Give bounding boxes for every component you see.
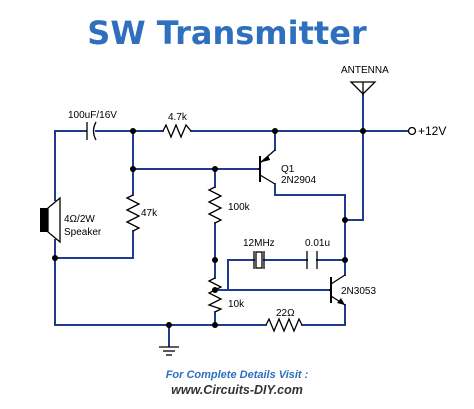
capacitor-100uf bbox=[86, 121, 97, 141]
page-title: SW Transmitter bbox=[87, 14, 367, 52]
transistor-q1 bbox=[258, 149, 276, 185]
antenna-symbol bbox=[349, 81, 377, 95]
cap2-label: 0.01u bbox=[305, 238, 330, 249]
resistor-10k bbox=[207, 277, 223, 313]
speaker-label: Speaker bbox=[64, 227, 102, 238]
transistor-q2 bbox=[329, 274, 346, 306]
r4-label: 10k bbox=[228, 299, 245, 310]
q1-ref: Q1 bbox=[281, 164, 295, 175]
r5-label: 22Ω bbox=[276, 308, 295, 319]
antenna-label: ANTENNA bbox=[341, 65, 389, 76]
r2-label: 47k bbox=[141, 208, 158, 219]
q1-part: 2N2904 bbox=[281, 175, 316, 186]
resistor-100k bbox=[207, 186, 223, 224]
crystal-label: 12MHz bbox=[243, 238, 275, 249]
speaker-rating: 4Ω/2W bbox=[64, 214, 95, 225]
junction-dots bbox=[52, 128, 366, 328]
r1-label: 4.7k bbox=[168, 112, 188, 123]
r3-label: 100k bbox=[228, 202, 251, 213]
footer-line1: For Complete Details Visit : bbox=[166, 369, 309, 381]
q2-part: 2N3053 bbox=[341, 286, 376, 297]
footer-url: www.Circuits-DIY.com bbox=[171, 383, 303, 397]
cap1-label: 100uF/16V bbox=[68, 110, 117, 121]
resistor-47k bbox=[125, 194, 141, 232]
supply-label: +12V bbox=[418, 124, 446, 138]
wires bbox=[54, 93, 409, 347]
capacitor-0-01u bbox=[306, 251, 318, 269]
ground-symbol bbox=[159, 346, 179, 356]
resistor-22ohm bbox=[265, 317, 303, 333]
supply-terminal bbox=[407, 126, 417, 136]
speaker-symbol bbox=[40, 196, 61, 244]
crystal-12mhz bbox=[253, 251, 265, 269]
resistor-4k7 bbox=[162, 123, 192, 139]
